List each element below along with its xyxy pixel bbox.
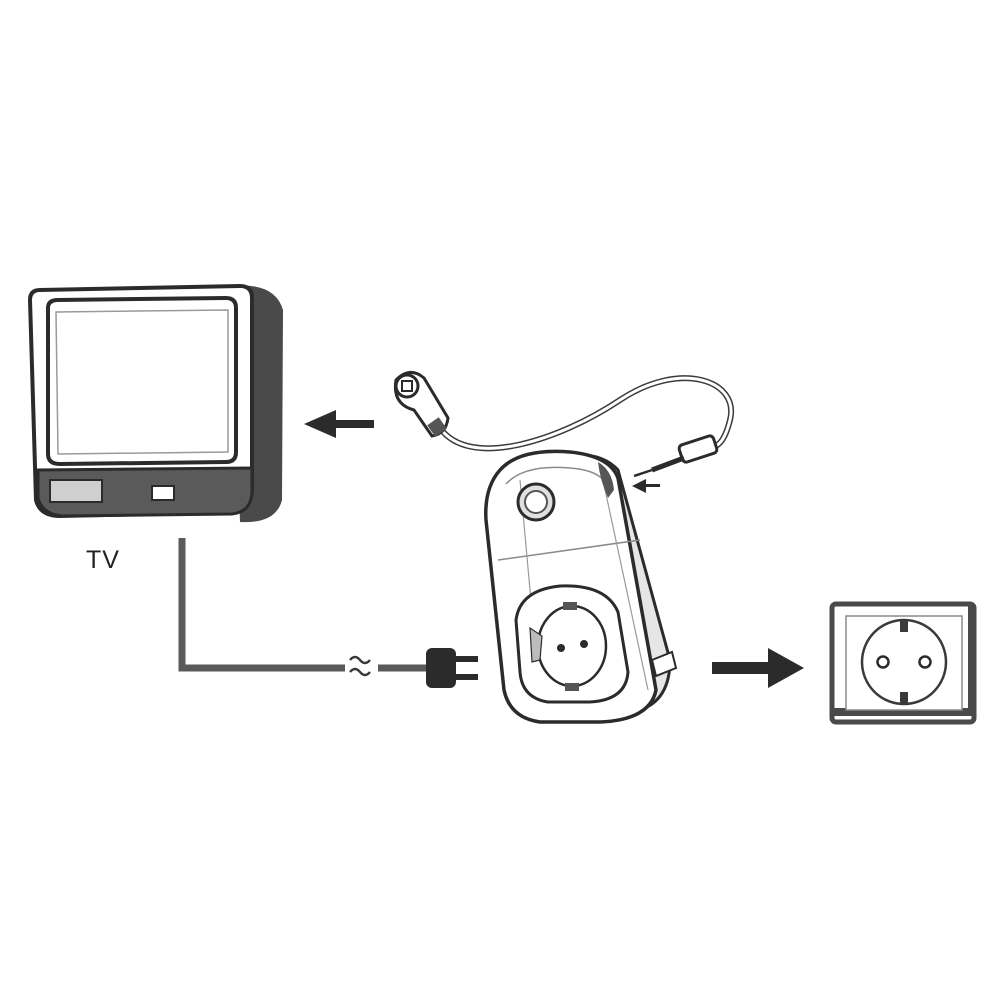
tv-label: TV [86, 546, 120, 574]
tv-power-cable [178, 538, 345, 672]
remote-switch-adapter-icon [484, 449, 678, 724]
arrow-to-jack-icon [632, 479, 660, 493]
television-icon [27, 283, 283, 523]
power-plug-icon [426, 648, 478, 688]
adapter-socket-icon [514, 584, 630, 704]
arrow-to-tv-icon [304, 410, 374, 438]
jack-plug [633, 434, 719, 478]
tv-power-button [151, 485, 175, 501]
tv-screen-inner [55, 309, 229, 455]
sensor-cable [437, 375, 735, 455]
tv-speaker-grille [49, 479, 103, 503]
adapter-button-icon [516, 482, 556, 522]
tv-screen [46, 295, 238, 467]
arrow-to-socket-icon [712, 648, 804, 688]
cable-break-symbol [349, 655, 371, 677]
wall-socket-icon [829, 601, 977, 725]
ir-receiver-sensor-icon [393, 371, 735, 478]
